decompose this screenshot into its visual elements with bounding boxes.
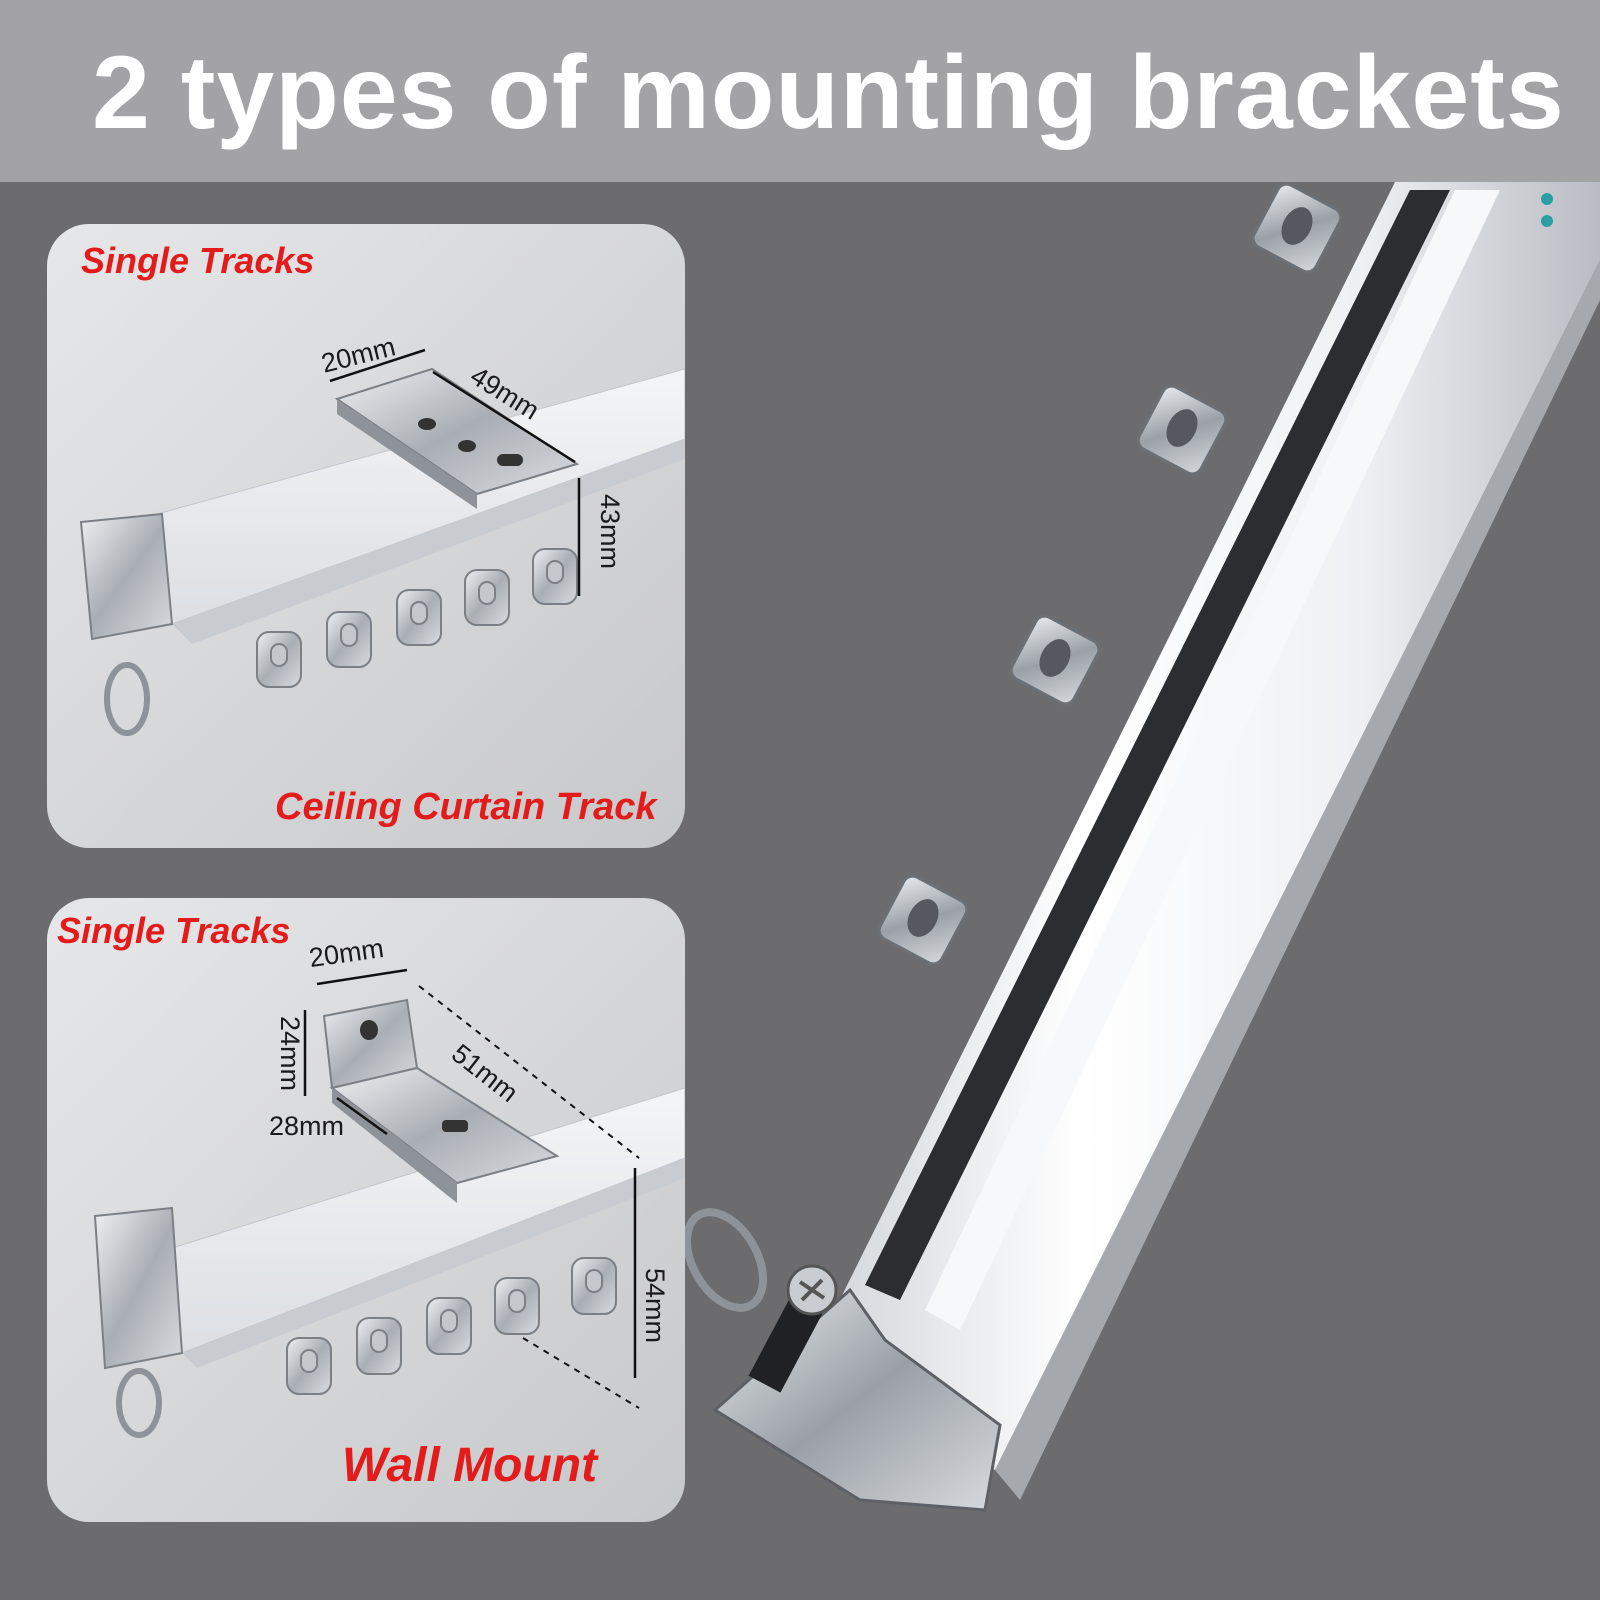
track-rail <box>805 182 1600 1470</box>
wall-mount-panel: Single Tracks 20mm 24mm 51mm 28mm 54mm W… <box>47 898 685 1522</box>
end-cap-icon <box>712 1264 1002 1512</box>
wall-mount-label: Wall Mount <box>342 1439 598 1492</box>
single-tracks-label: Single Tracks <box>81 240 315 281</box>
dimension-label-plate-height: 24mm <box>275 1015 306 1092</box>
ring-icon <box>683 1208 767 1312</box>
dimension-lines <box>303 968 637 1378</box>
wall-bracket-illustration <box>93 968 685 1438</box>
single-tracks-label: Single Tracks <box>57 910 291 951</box>
accent-dots <box>1541 193 1553 237</box>
title-band: 2 types of mounting brackets <box>0 0 1600 182</box>
end-cap-icon <box>79 512 174 641</box>
dimension-label-depth: 28mm <box>269 1111 345 1141</box>
ring-icon <box>104 662 150 736</box>
dimension-label-height: 54mm <box>640 1267 671 1344</box>
ceiling-mount-panel: Single Tracks 20mm 49mm 43mm Ceiling Cur… <box>47 224 685 848</box>
ceiling-curtain-track-label: Ceiling Curtain Track <box>275 786 657 828</box>
page-title: 2 types of mounting brackets <box>92 35 1565 151</box>
ceiling-bracket-illustration <box>79 348 685 736</box>
mounting-bracket-icon <box>334 367 580 509</box>
track-groove <box>865 190 1450 1300</box>
end-cap-icon <box>93 1206 184 1370</box>
dimension-label-height: 43mm <box>595 493 626 570</box>
dimension-lines <box>329 348 581 596</box>
ring-icon <box>116 1368 162 1438</box>
